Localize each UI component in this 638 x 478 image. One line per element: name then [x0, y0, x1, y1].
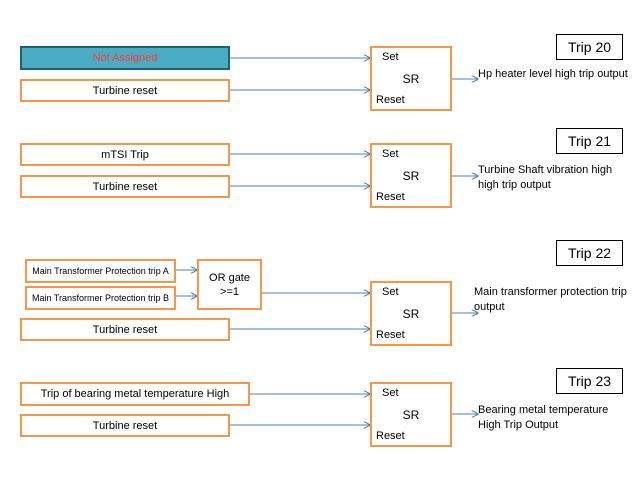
- trip-22-reset-input: Turbine reset: [20, 318, 230, 341]
- trip-21-sr-latch: Set SR Reset: [370, 143, 452, 208]
- sr-set-label: Set: [382, 286, 399, 298]
- trip-21-set-input: mTSI Trip: [20, 143, 230, 166]
- sr-label: SR: [402, 72, 420, 86]
- trip-20-set-input: Not Assigned: [20, 46, 230, 70]
- trip-20-output-label: Hp heater level high trip output: [478, 68, 628, 80]
- sr-set-label: Set: [382, 51, 399, 63]
- trip-20-label: Trip 20: [556, 34, 623, 60]
- trip-21-label: Trip 21: [556, 128, 623, 154]
- sr-label: SR: [402, 408, 420, 422]
- sr-reset-label: Reset: [376, 430, 405, 442]
- trip-21-reset-input: Turbine reset: [20, 175, 230, 198]
- sr-set-label: Set: [382, 148, 399, 160]
- trip-23-reset-input: Turbine reset: [20, 414, 230, 437]
- sr-set-label: Set: [382, 387, 399, 399]
- trip-23-sr-latch: Set SR Reset: [370, 382, 452, 447]
- sr-reset-label: Reset: [376, 94, 405, 106]
- sr-reset-label: Reset: [376, 191, 405, 203]
- trip-22-label: Trip 22: [556, 240, 623, 266]
- trip-22-or-gate: OR gate >=1: [197, 259, 262, 310]
- trip-22-sr-latch: Set SR Reset: [370, 281, 452, 346]
- trip-23-label: Trip 23: [556, 368, 623, 394]
- trip-20-reset-input: Turbine reset: [20, 79, 230, 102]
- trip-20-sr-latch: Set SR Reset: [370, 46, 452, 111]
- sr-label: SR: [402, 169, 420, 183]
- trip-22-output-label: Main transformer protection trip output: [474, 286, 627, 313]
- trip-23-output-label: Bearing metal temperature High Trip Outp…: [478, 404, 609, 431]
- trip-23-set-input: Trip of bearing metal temperature High: [20, 382, 250, 406]
- trip-22-input-b: Main Transformer Protection trip B: [25, 286, 176, 310]
- trip-21-output-label: Turbine Shaft vibration high high trip o…: [478, 164, 613, 191]
- trip-22-input-a: Main Transformer Protection trip A: [25, 259, 176, 283]
- sr-reset-label: Reset: [376, 329, 405, 341]
- sr-label: SR: [402, 307, 420, 321]
